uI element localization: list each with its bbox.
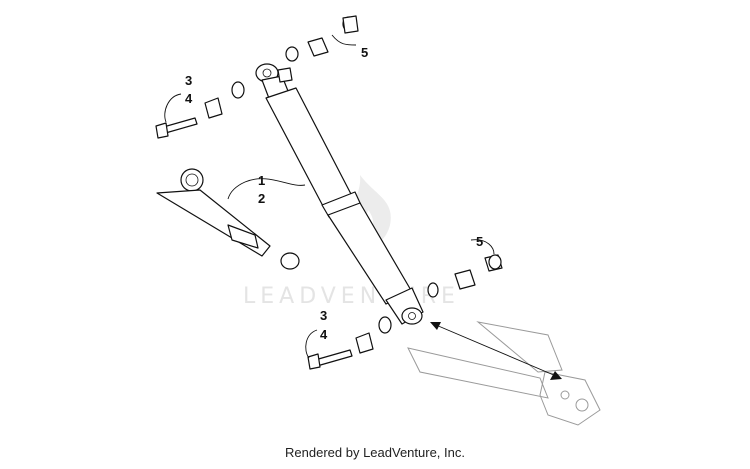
upper-bolt-set xyxy=(155,81,245,139)
callout-4-upper: 4 xyxy=(185,91,193,106)
callout-3-lower: 3 xyxy=(320,308,327,323)
callout-5-upper: 5 xyxy=(361,45,368,60)
leader-lines xyxy=(164,34,495,359)
footer-credit: Rendered by LeadVenture, Inc. xyxy=(285,445,465,460)
shock-pump-gauge xyxy=(156,168,300,270)
upper-bushings xyxy=(277,15,359,83)
travel-arrow xyxy=(430,322,562,380)
callout-2: 2 xyxy=(258,191,265,206)
callout-1: 1 xyxy=(258,173,265,188)
lower-bolt-set xyxy=(307,316,392,370)
lower-bushings xyxy=(427,254,503,298)
watermark-text: LEADVENTURE xyxy=(243,284,460,309)
callout-5-lower: 5 xyxy=(476,234,483,249)
shock-absorber xyxy=(255,63,424,325)
callout-3-upper: 3 xyxy=(185,73,192,88)
a-arm-outline xyxy=(407,321,601,426)
callout-4-lower: 4 xyxy=(320,327,328,342)
